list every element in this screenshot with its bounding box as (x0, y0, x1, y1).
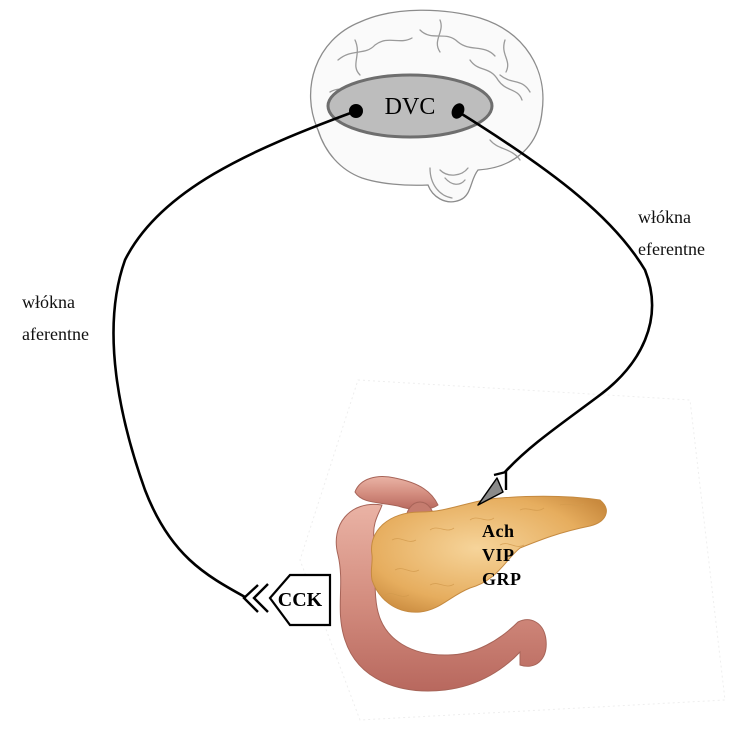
afferent-label-line1: włókna (22, 290, 89, 314)
pancreas-illustration (336, 477, 606, 691)
neurotransmitter-ach: Ach (482, 519, 522, 543)
afferent-label: włókna aferentne (22, 290, 89, 346)
afferent-terminal-dot (349, 104, 363, 118)
neurotransmitter-grp: GRP (482, 567, 522, 591)
afferent-fiber (114, 111, 356, 597)
cck-label: CCK (278, 589, 323, 611)
afferent-label-line2: aferentne (22, 322, 89, 346)
dvc-label: DVC (385, 94, 436, 120)
neurotransmitter-list: Ach VIP GRP (482, 519, 522, 591)
neurotransmitter-vip: VIP (482, 543, 522, 567)
afferent-receptor (244, 584, 268, 612)
efferent-label-line2: eferentne (638, 237, 705, 261)
efferent-label: włókna eferentne (638, 205, 705, 261)
efferent-label-line1: włókna (638, 205, 705, 229)
